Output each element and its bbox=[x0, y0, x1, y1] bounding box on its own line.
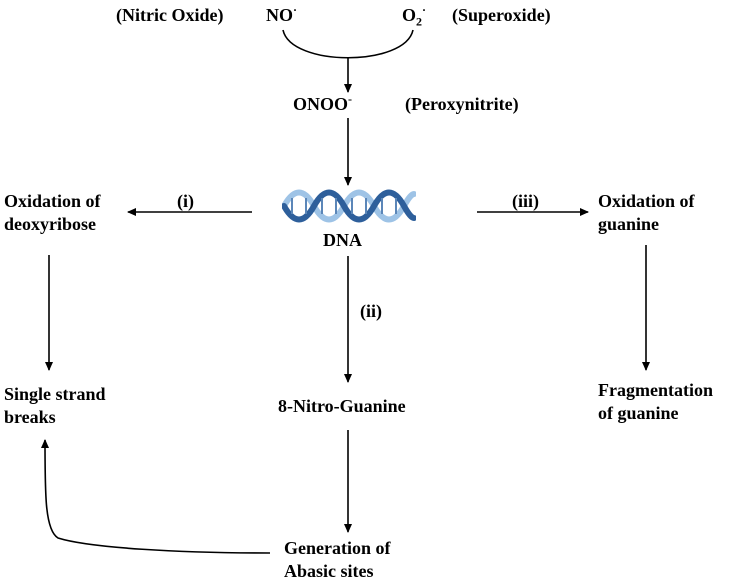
abasic-sites-node: Generation of Abasic sites bbox=[284, 538, 391, 579]
oxidation-deoxyribose-node: Oxidation of deoxyribose bbox=[4, 191, 101, 234]
pathway-label-ii: (ii) bbox=[360, 301, 382, 321]
dna-double-helix-icon bbox=[281, 186, 417, 226]
dna-label: DNA bbox=[323, 230, 362, 250]
oxidation-guanine-node: Oxidation of guanine bbox=[598, 191, 695, 234]
pathway-label-i: (i) bbox=[177, 191, 194, 211]
arrow-abasic-sites-to-single-strand-breaks bbox=[41, 439, 271, 554]
nitro-guanine-node: 8-Nitro-Guanine bbox=[278, 396, 406, 416]
nitric-oxide-formula: NO· bbox=[266, 3, 298, 25]
single-strand-breaks-node: Single strand breaks bbox=[4, 384, 106, 427]
radical-dot: · bbox=[293, 3, 298, 17]
superoxide-label: (Superoxide) bbox=[452, 5, 551, 25]
nitric-oxide-label: (Nitric Oxide) bbox=[116, 5, 224, 25]
superoxide-charge: - bbox=[404, 0, 409, 6]
peroxynitrite-name: (Peroxynitrite) bbox=[405, 94, 519, 114]
reactant-merge-curve bbox=[282, 29, 414, 59]
peroxynitrite-formula: ONOO- bbox=[293, 92, 353, 114]
pathway-label-iii: (iii) bbox=[512, 191, 539, 211]
fragmentation-guanine-node: Fragmentation of guanine bbox=[598, 380, 713, 423]
superoxide-formula: -O2· bbox=[402, 0, 426, 28]
